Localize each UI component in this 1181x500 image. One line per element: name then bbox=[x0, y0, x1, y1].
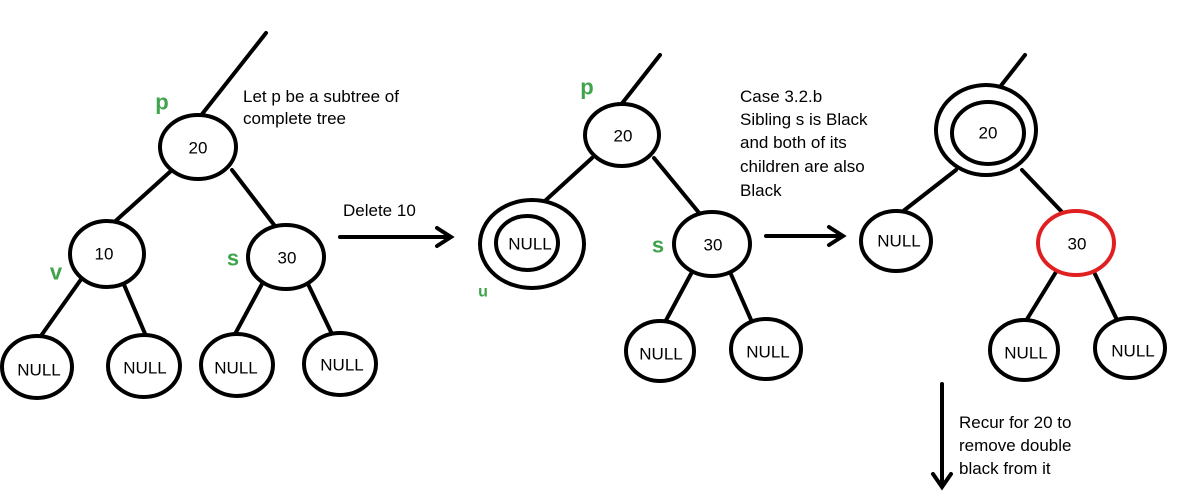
edge-parent-root-2 bbox=[618, 53, 662, 108]
null-leaf: NULL bbox=[199, 332, 275, 398]
pointer-label-u: u bbox=[478, 284, 488, 301]
edge-right-leaf4 bbox=[306, 282, 334, 336]
arrow-head bbox=[827, 225, 847, 247]
tree-node-20: 20 bbox=[158, 113, 238, 181]
edge-right-leaf1-3 bbox=[1022, 270, 1058, 326]
edge-root-left-1 bbox=[108, 168, 174, 228]
transform-arrow bbox=[764, 225, 847, 247]
tree-node-30: 30 bbox=[672, 210, 752, 278]
double-black-node-20: 20 bbox=[934, 83, 1038, 177]
node-label: NULL bbox=[1111, 342, 1154, 361]
diagram-2: 20 NULL 30 NULL NULL p s u bbox=[478, 53, 803, 383]
node-label: NULL bbox=[1004, 344, 1047, 363]
case-note-line: and both of its bbox=[740, 133, 847, 152]
node-label: NULL bbox=[214, 359, 257, 378]
null-leaf: NULL bbox=[624, 319, 696, 383]
note-line: Let p be a subtree of bbox=[243, 87, 399, 106]
pointer-label-s: s bbox=[227, 246, 239, 271]
arrow-head bbox=[931, 472, 953, 491]
edge-root-left-3 bbox=[900, 168, 958, 214]
node-label: 30 bbox=[278, 249, 297, 268]
subtree-note: Let p be a subtree of complete tree bbox=[243, 87, 404, 128]
red-node-30: 30 bbox=[1036, 209, 1116, 277]
node-label: NULL bbox=[508, 235, 551, 254]
node-label: NULL bbox=[17, 361, 60, 380]
pointer-label-p: p bbox=[155, 90, 168, 115]
recur-arrow bbox=[931, 382, 953, 491]
node-label: 20 bbox=[979, 124, 998, 143]
note-line: complete tree bbox=[243, 109, 346, 128]
tree-node-10: 10 bbox=[68, 219, 146, 289]
case-note-line: Sibling s is Black bbox=[740, 110, 868, 129]
case-note: Case 3.2.b Sibling s is Black and both o… bbox=[740, 87, 872, 200]
null-leaf: NULL bbox=[988, 318, 1060, 382]
null-leaf: NULL bbox=[859, 209, 933, 273]
edge-right-leaf1-2 bbox=[662, 270, 694, 326]
recur-note: Recur for 20 to remove double black from… bbox=[959, 413, 1076, 478]
node-label: 20 bbox=[189, 139, 208, 158]
recur-note-line: black from it bbox=[959, 459, 1051, 478]
null-leaf: NULL bbox=[106, 333, 182, 399]
diagram-3: 20 NULL 30 NULL NULL bbox=[859, 53, 1167, 382]
node-label: NULL bbox=[123, 359, 166, 378]
pointer-label-s: s bbox=[652, 233, 664, 258]
node-label: 10 bbox=[95, 245, 114, 264]
arrow-head bbox=[435, 226, 455, 248]
edge-root-right-2 bbox=[652, 156, 702, 216]
edge-parent-root-1 bbox=[197, 31, 268, 120]
null-leaf: NULL bbox=[1093, 316, 1167, 380]
edge-right-leaf2-2 bbox=[728, 270, 754, 324]
pointer-label-v: v bbox=[50, 260, 63, 285]
node-label: 20 bbox=[614, 127, 633, 146]
edge-left-leaf2 bbox=[120, 278, 148, 338]
node-label: NULL bbox=[877, 232, 920, 251]
edge-root-right-3 bbox=[1020, 168, 1064, 214]
edge-right-leaf3 bbox=[232, 282, 264, 338]
node-label: 30 bbox=[1068, 235, 1087, 254]
diagram-1: 20 10 30 NULL NULL NULL NULL p v s bbox=[0, 31, 404, 400]
null-leaf: NULL bbox=[302, 331, 378, 397]
recur-note-line: remove double bbox=[959, 436, 1071, 455]
edge-left-leaf1 bbox=[36, 276, 84, 342]
tree-node-30: 30 bbox=[246, 223, 326, 291]
case-note-line: Case 3.2.b bbox=[740, 87, 822, 106]
null-leaf: NULL bbox=[729, 317, 803, 381]
recur-note-line: Recur for 20 to bbox=[959, 413, 1071, 432]
edge-root-right-1 bbox=[230, 168, 280, 232]
node-label: 30 bbox=[704, 236, 723, 255]
edge-right-leaf2-3 bbox=[1092, 270, 1120, 324]
node-label: NULL bbox=[746, 343, 789, 362]
tree-node-20: 20 bbox=[583, 102, 661, 168]
case-note-line: Black bbox=[740, 181, 782, 200]
double-black-null-node: NULL bbox=[478, 198, 586, 290]
null-leaf: NULL bbox=[0, 334, 74, 400]
delete-arrow-label: Delete 10 bbox=[343, 201, 416, 220]
case-note-line: children are also bbox=[740, 157, 865, 176]
node-label: NULL bbox=[320, 356, 363, 375]
node-label: NULL bbox=[639, 345, 682, 364]
pointer-label-p: p bbox=[580, 75, 593, 100]
delete-arrow: Delete 10 bbox=[338, 201, 455, 248]
